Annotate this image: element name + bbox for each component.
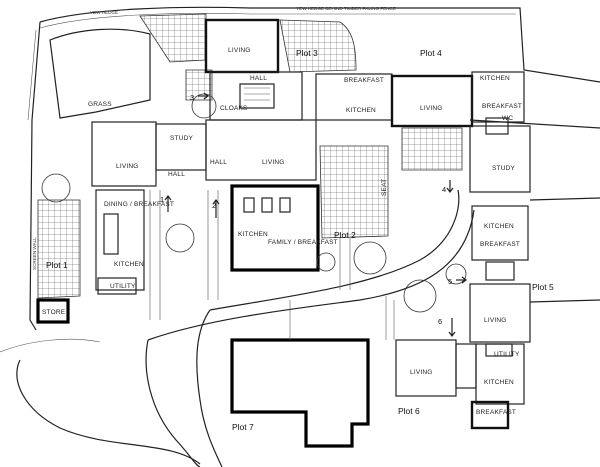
- plot-label-3: Plot 3: [296, 48, 318, 58]
- trees: [41, 93, 467, 313]
- room-family-p2: FAMILY / BREAKFAST: [268, 239, 338, 246]
- entrance-number-5: 5: [448, 277, 452, 286]
- room-living-p2: LIVING: [262, 159, 285, 166]
- room-hall-p3: HALL: [250, 75, 267, 82]
- site-boundary: [27, 6, 600, 331]
- room-utility-p5: UTILITY: [494, 351, 520, 358]
- room-kitchen-p5: KITCHEN: [484, 223, 514, 230]
- room-hall-p1: HALL: [168, 171, 185, 178]
- plot2-house: [205, 119, 320, 272]
- store-building: [36, 298, 70, 324]
- room-living-p4: LIVING: [420, 105, 443, 112]
- room-breakfast-p5: BREAKFAST: [480, 241, 520, 248]
- note-yew-hedge-top-left: YEW HEDGE: [90, 10, 118, 15]
- entrance-number-4: 4: [442, 185, 446, 194]
- room-kitchen-p4b: KITCHEN: [480, 75, 510, 82]
- plot7-building: [230, 338, 370, 448]
- plot-label-1: Plot 1: [46, 260, 68, 270]
- room-breakfast-p4b: BREAKFAST: [482, 103, 522, 110]
- room-study-p4: STUDY: [492, 165, 515, 172]
- room-wc: WC: [502, 115, 513, 122]
- room-study-p1: STUDY: [170, 135, 193, 142]
- plot6-house: [395, 339, 525, 430]
- plot5-house: [469, 205, 531, 343]
- room-dining-p1: DINING / BREAKFAST: [104, 201, 174, 208]
- room-hall-p2: HALL: [210, 159, 227, 166]
- entrance-number-6: 6: [438, 317, 442, 326]
- room-utility-p1: UTILITY: [110, 283, 136, 290]
- lawn-area: [49, 28, 151, 119]
- room-living-p3: LIVING: [228, 47, 251, 54]
- access-road: [0, 189, 475, 467]
- entrance-number-3: 3: [190, 93, 194, 102]
- room-store: STORE: [42, 309, 66, 316]
- room-kitchen-p4a: KITCHEN: [346, 107, 376, 114]
- plot4-house: [315, 71, 531, 193]
- note-screen-wall: SCREEN WALL: [32, 237, 37, 270]
- plot-label-4: Plot 4: [420, 48, 442, 58]
- plot3-house: [204, 18, 303, 121]
- room-kitchen-p2: KITCHEN: [238, 231, 268, 238]
- terraces: [37, 13, 463, 299]
- room-kitchen-p1: KITCHEN: [114, 261, 144, 268]
- room-kitchen-p6: KITCHEN: [484, 379, 514, 386]
- entrance-number-1: 1: [160, 195, 164, 204]
- room-breakfast-p6: BREAKFAST: [476, 409, 516, 416]
- garden-lines: [149, 190, 395, 340]
- plot1-house: [91, 121, 207, 295]
- room-living-p5: LIVING: [484, 317, 507, 324]
- room-grass: GRASS: [88, 101, 112, 108]
- room-living-p1: LIVING: [116, 163, 139, 170]
- room-cloaks: CLOAKS: [220, 105, 248, 112]
- plot-label-2: Plot 2: [334, 230, 356, 240]
- plot-label-7: Plot 7: [232, 422, 254, 432]
- room-living-p6: LIVING: [410, 369, 433, 376]
- room-seat: SEAT: [381, 179, 388, 196]
- entrance-markers: 1 2 3 4 5 6: [160, 92, 467, 337]
- room-breakfast-p4: BREAKFAST: [344, 77, 384, 84]
- entrance-number-2: 2: [212, 201, 216, 210]
- plot-label-6: Plot 6: [398, 406, 420, 416]
- plot-label-5: Plot 5: [532, 282, 554, 292]
- note-yew-hedge-top-mid: YEW HEDGE BEHIND TIMBER PALING FENCE: [296, 6, 396, 11]
